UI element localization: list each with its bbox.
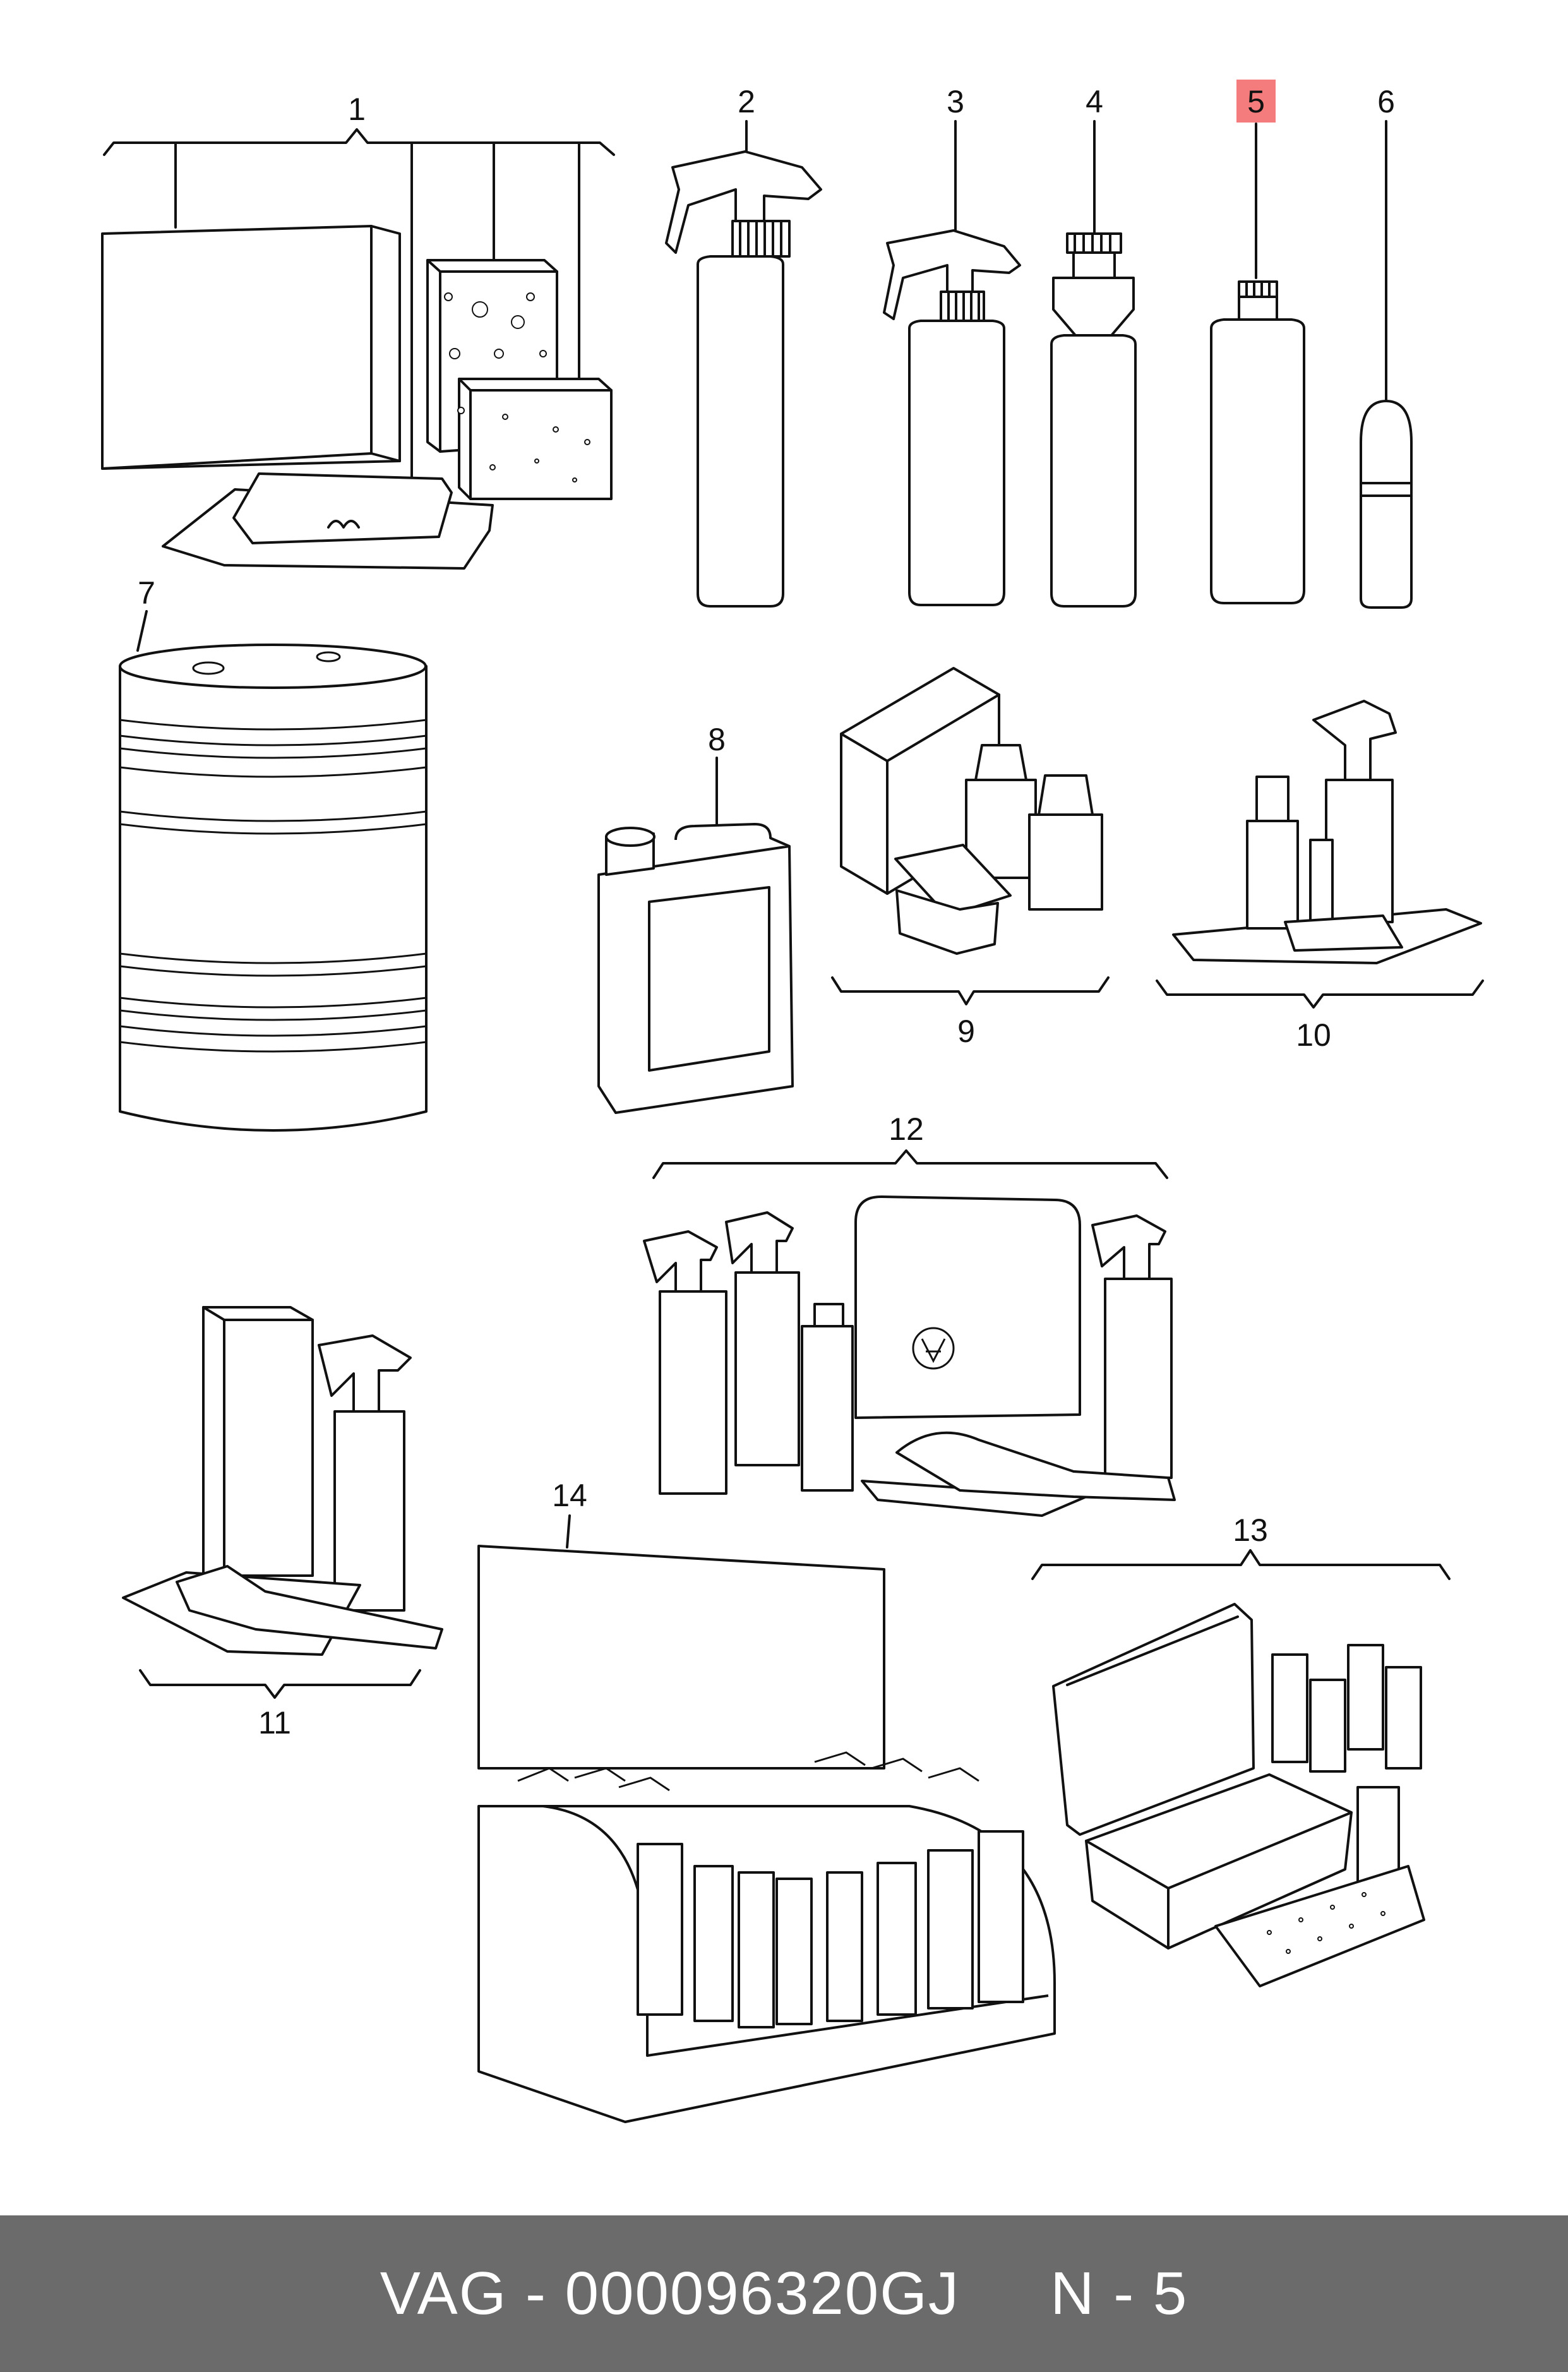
callout-10[interactable]: 10 bbox=[1296, 1017, 1331, 1053]
callout-5[interactable]: 5 bbox=[1247, 84, 1265, 119]
callout-13[interactable]: 13 bbox=[1233, 1512, 1268, 1548]
callout-3[interactable]: 3 bbox=[947, 84, 964, 119]
footer-part-number: VAG - 000096320GJ N - 5 bbox=[380, 2260, 1188, 2327]
callout-2[interactable]: 2 bbox=[738, 84, 755, 119]
item-8-canister[interactable] bbox=[597, 757, 794, 1114]
item-2-spray-bottle[interactable] bbox=[665, 120, 822, 608]
callout-11[interactable]: 11 bbox=[258, 1705, 291, 1740]
parts-diagram: 1 2 3 4 5 6 7 8 9 10 12 11 13 14 bbox=[101, 80, 1484, 2123]
callout-12[interactable]: 12 bbox=[889, 1111, 924, 1147]
callout-14[interactable]: 14 bbox=[552, 1478, 587, 1513]
item-11-brush-set[interactable] bbox=[122, 1306, 443, 1699]
display-bottles bbox=[517, 1751, 1024, 2028]
item-1-cleaning-set[interactable] bbox=[101, 128, 615, 570]
item-14-display-stand[interactable] bbox=[477, 1514, 1056, 2123]
callout-6[interactable]: 6 bbox=[1377, 84, 1395, 119]
item-10-care-set[interactable] bbox=[1156, 700, 1484, 1009]
callout-7[interactable]: 7 bbox=[138, 575, 155, 611]
item-9-polish-kit[interactable] bbox=[831, 667, 1110, 1005]
item-6-aerosol-can[interactable] bbox=[1360, 120, 1413, 609]
sponge-texture bbox=[444, 292, 590, 482]
footer-bar: VAG - 000096320GJ N - 5 bbox=[0, 2215, 1568, 2372]
callout-labels: 1 2 3 4 5 6 7 8 9 10 12 11 13 14 bbox=[138, 80, 1395, 1740]
item-12-maintenance-set[interactable] bbox=[643, 1149, 1176, 1517]
item-5-bottle[interactable] bbox=[1210, 123, 1305, 604]
item-3-spray-bottle[interactable] bbox=[883, 120, 1021, 606]
item-7-barrel[interactable] bbox=[119, 610, 428, 1132]
item-13-storage-case[interactable] bbox=[1031, 1549, 1451, 1987]
callout-9[interactable]: 9 bbox=[957, 1014, 975, 1049]
callout-8[interactable]: 8 bbox=[708, 722, 726, 757]
item-4-bottle[interactable] bbox=[1050, 120, 1137, 608]
callout-1[interactable]: 1 bbox=[348, 92, 366, 127]
callout-5-highlight bbox=[1236, 80, 1276, 123]
pad-texture bbox=[1267, 1892, 1385, 1954]
callout-4[interactable]: 4 bbox=[1086, 84, 1103, 119]
